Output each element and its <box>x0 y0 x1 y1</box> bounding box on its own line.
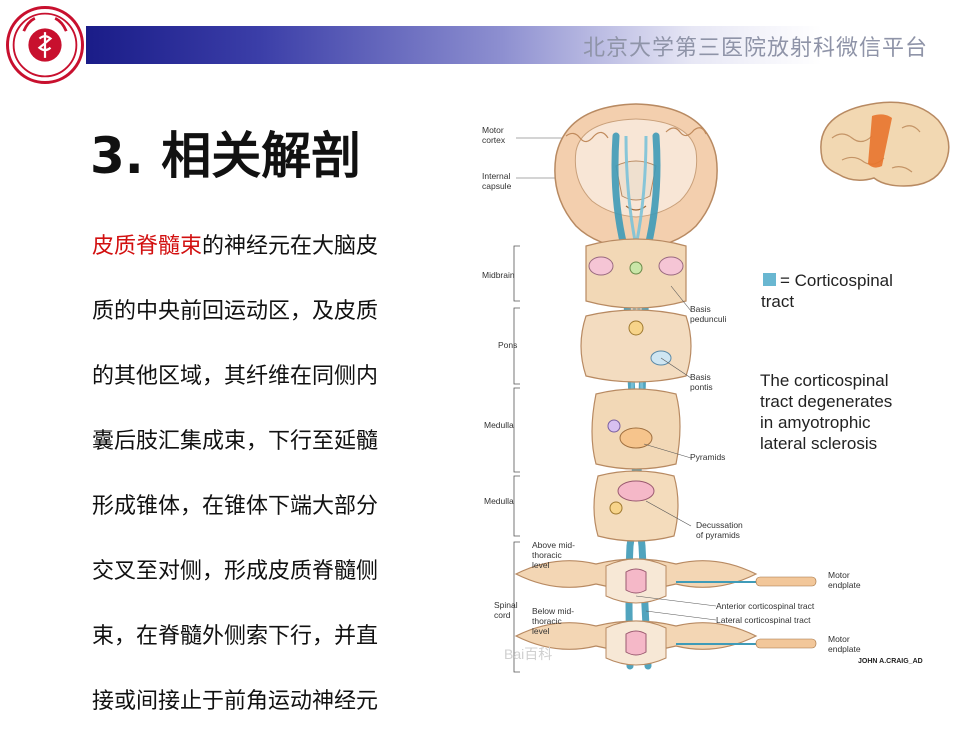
label-above-1: Above mid- <box>532 540 575 550</box>
watermark: Bai百科 <box>504 646 553 662</box>
als-note-line-4: lateral sclerosis <box>760 434 878 453</box>
highlight-term: 皮质脊髓束 <box>92 234 203 259</box>
body-line-4: 囊后肢汇集成束，下行至延髓 <box>92 429 379 454</box>
als-note-line-1: The corticospinal <box>760 371 889 390</box>
als-note-line-2: tract degenerates <box>760 392 893 411</box>
body-line-6: 交叉至对侧，形成皮质脊髓侧 <box>92 559 379 584</box>
legend-label: = Corticospinal <box>780 271 893 290</box>
label-spinal-cord-1: Spinal <box>494 600 518 610</box>
anatomy-illustration: Motor cortex Internal capsule Midbrain P… <box>482 103 861 673</box>
label-medulla-lower: Medulla <box>484 496 514 506</box>
label-motor-cortex-1: Motor <box>482 125 504 135</box>
label-basis-pontis-1: Basis <box>690 372 711 382</box>
label-below-1: Below mid- <box>532 606 574 616</box>
label-motor-endplate-2b: endplate <box>828 644 861 654</box>
label-internal-capsule-2: capsule <box>482 181 512 191</box>
corticospinal-tract-figure: Motor cortex Internal capsule Midbrain P… <box>476 96 942 680</box>
body-line-7: 束，在脊髓外侧索下行，并直 <box>92 624 379 649</box>
hospital-logo <box>6 6 84 84</box>
legend-swatch <box>763 273 776 286</box>
label-internal-capsule-1: Internal <box>482 171 510 181</box>
label-decussation-1: Decussation <box>696 520 743 530</box>
body-line-8: 接或间接止于前角运动神经元 <box>92 689 379 714</box>
slide-title: 3. 相关解剖 <box>90 127 362 185</box>
label-anterior-tract: Anterior corticospinal tract <box>716 601 815 611</box>
body-line-2: 质的中央前回运动区，及皮质 <box>92 299 379 324</box>
body-text: 皮质脊髓束的神经元在大脑皮 质的中央前回运动区，及皮质 的其他区域，其纤维在同侧… <box>92 214 452 734</box>
body-line-3: 的其他区域，其纤维在同侧内 <box>92 364 379 389</box>
brain-lateral-icon <box>820 101 950 187</box>
label-pons: Pons <box>498 340 517 350</box>
als-note-line-3: in amyotrophic <box>760 413 871 432</box>
body-line-1: 皮质脊髓束的神经元在大脑皮 <box>92 214 452 279</box>
body-line-text: 的神经元在大脑皮 <box>202 234 379 259</box>
label-below-2: thoracic <box>532 616 563 626</box>
label-medulla-upper: Medulla <box>484 420 514 430</box>
label-basis-pedunculi-2: pedunculi <box>690 314 727 324</box>
label-basis-pontis-2: pontis <box>690 382 713 392</box>
label-motor-endplate-2a: Motor <box>828 634 850 644</box>
illustrator-credit: JOHN A.CRAIG_AD <box>858 658 923 665</box>
label-lateral-tract: Lateral corticospinal tract <box>716 615 811 625</box>
header-bar <box>86 26 952 64</box>
legend-label-tract: tract <box>761 292 795 311</box>
label-motor-cortex-2: cortex <box>482 135 506 145</box>
label-pyramids: Pyramids <box>690 452 725 462</box>
hospital-emblem-icon <box>12 12 78 78</box>
label-motor-endplate-1b: endplate <box>828 580 861 590</box>
label-motor-endplate-1a: Motor <box>828 570 850 580</box>
label-below-3: level <box>532 626 550 636</box>
label-basis-pedunculi-1: Basis <box>690 304 711 314</box>
header-title: 北京大学第三医院放射科微信平台 <box>582 36 928 61</box>
label-decussation-2: of pyramids <box>696 530 740 540</box>
label-above-3: level <box>532 560 550 570</box>
body-line-5: 形成锥体，在锥体下端大部分 <box>92 494 379 519</box>
label-above-2: thoracic <box>532 550 563 560</box>
label-spinal-cord-2: cord <box>494 610 511 620</box>
als-note: The corticospinal tract degenerates in a… <box>760 370 940 454</box>
label-midbrain: Midbrain <box>482 270 515 280</box>
